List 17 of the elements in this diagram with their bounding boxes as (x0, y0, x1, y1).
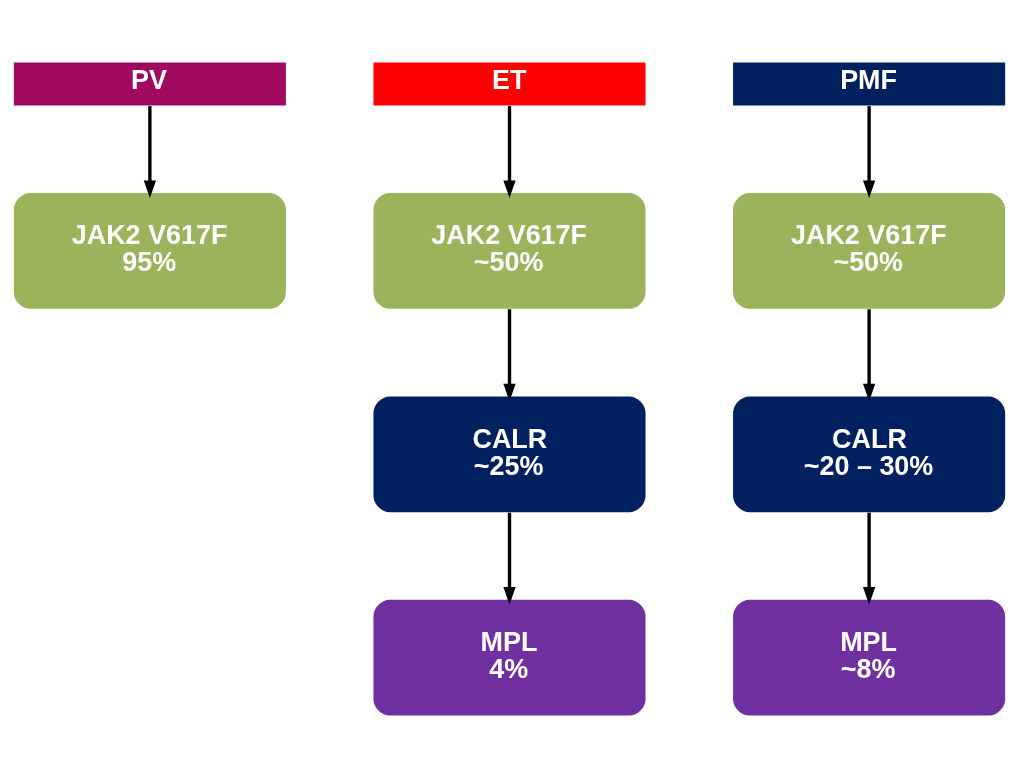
arrow (143, 105, 157, 198)
node-box: PV (13, 61, 286, 105)
node-box: JAK2 V617F ~50% (733, 192, 1006, 309)
node-box: CALR ~25% (373, 395, 646, 512)
node-box: MPL 4% (373, 599, 646, 716)
arrow (503, 512, 516, 605)
arrow (503, 105, 516, 198)
arrow (862, 512, 876, 605)
node-box: MPL ~8% (733, 599, 1006, 716)
node-box: ET (373, 61, 646, 105)
arrow (503, 308, 516, 401)
node-box: PMF (733, 61, 1006, 105)
arrow (862, 308, 876, 401)
node-box: JAK2 V617F 95% (13, 192, 286, 309)
node-box: CALR ~20 – 30% (733, 395, 1006, 512)
arrow (862, 105, 876, 198)
node-box: JAK2 V617F ~50% (373, 192, 646, 309)
